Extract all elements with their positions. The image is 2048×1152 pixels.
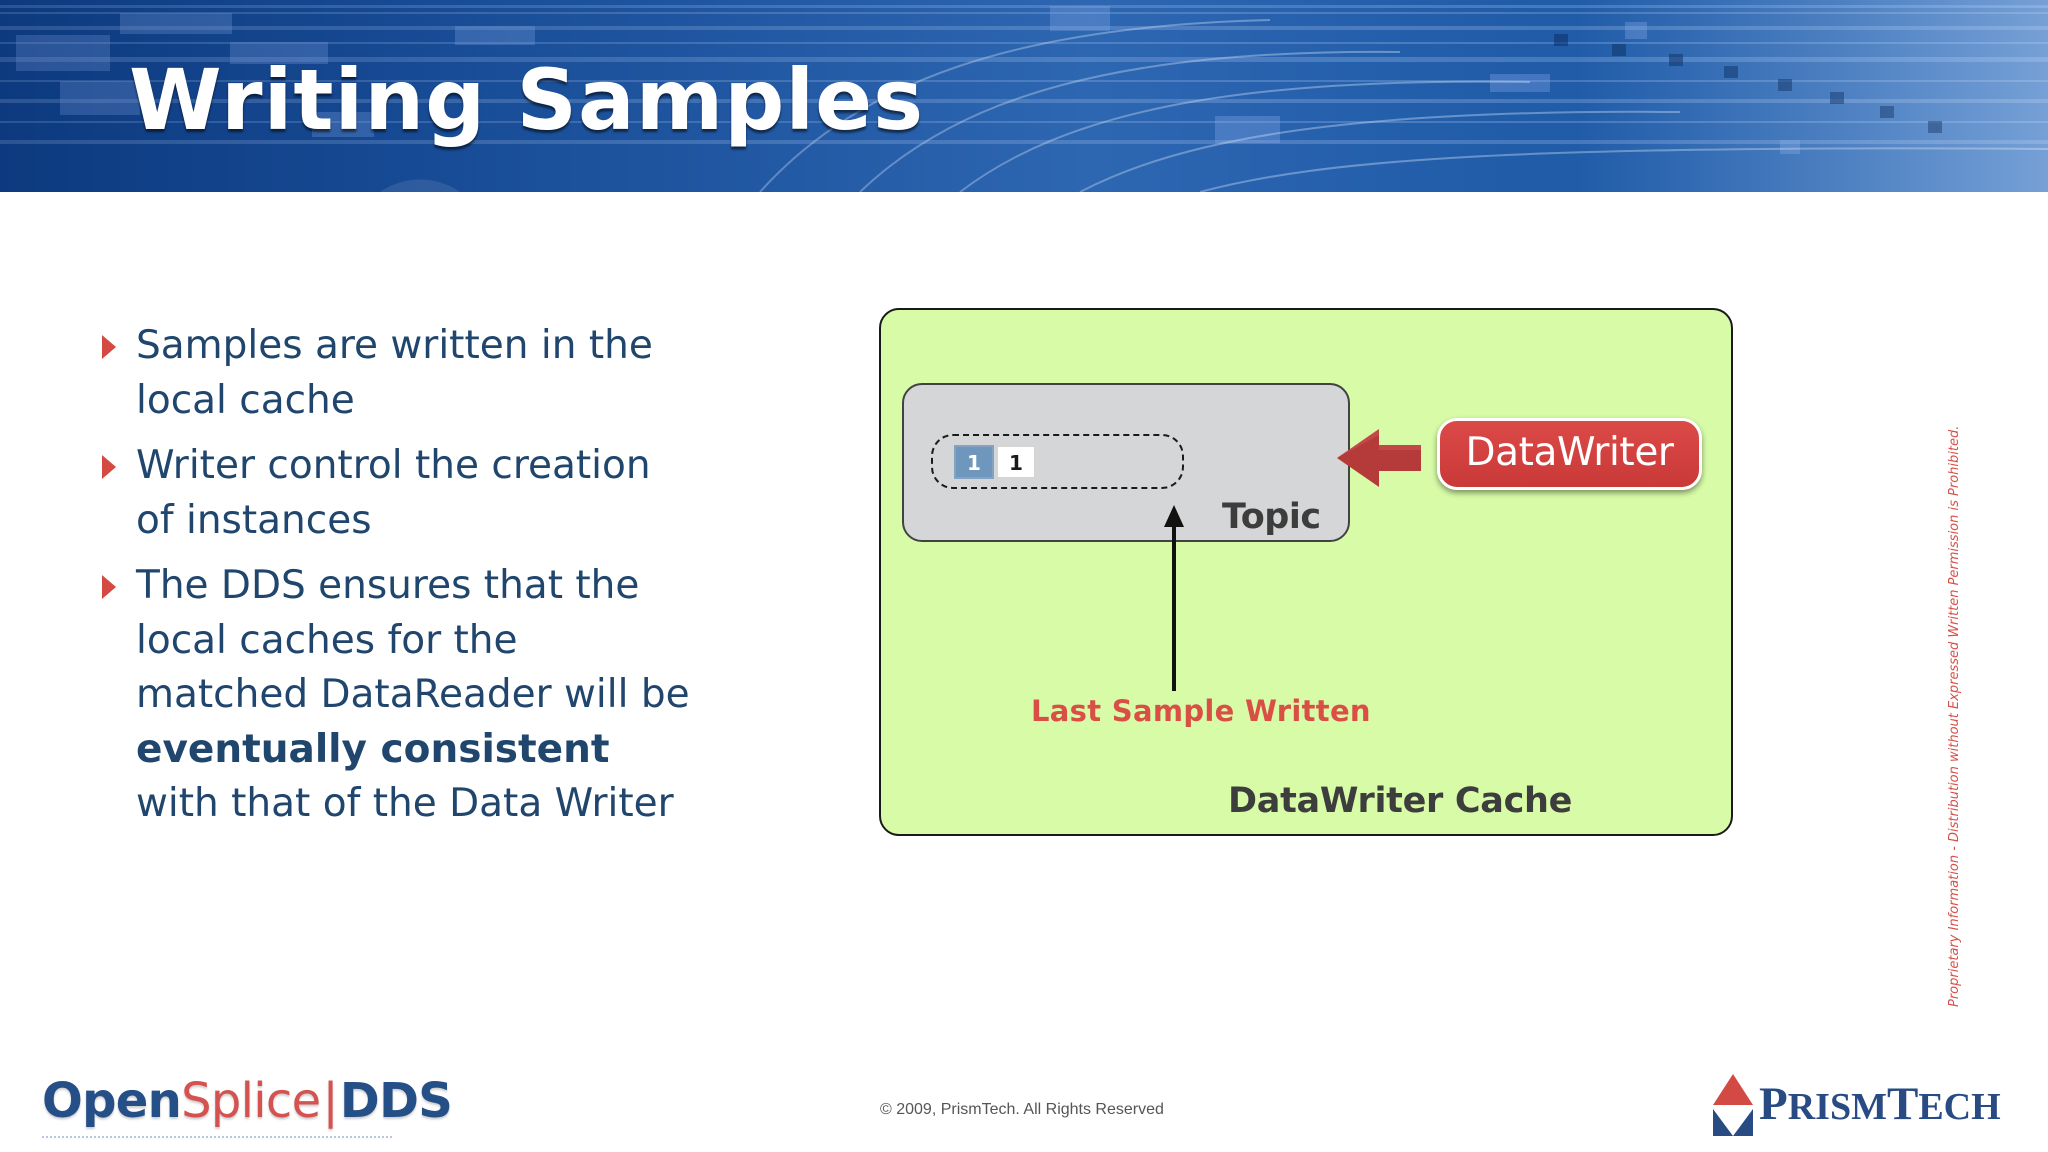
triangle-bullet-icon [102,455,116,479]
triangle-bullet-icon [102,335,116,359]
datawriter-cache-label: DataWriter Cache [1228,781,1573,821]
prismtech-letters-ech: ECH [1918,1086,2001,1128]
bullet-text: Samples are written in the local cache [136,323,653,423]
logo-open-text: Open [42,1073,182,1129]
bullet-text-prefix: The DDS ensures that the local caches fo… [136,563,690,717]
sample-key-cell: 1 [954,445,994,479]
title-banner: Writing Samples [0,0,2048,192]
bullet-text: Writer control the creation of instances [136,443,651,543]
instance-slot [931,434,1184,489]
prismtech-wordmark: PRISMTECH [1759,1081,2001,1128]
prismtech-logo: PRISMTECH [1713,1074,2023,1136]
prismtech-letters-rism: RISM [1787,1086,1887,1128]
logo-splice-text: Splice [181,1073,321,1129]
logo-dds-text: DDS [339,1073,453,1129]
datawriter-node: DataWriter [1437,418,1702,490]
slide-title: Writing Samples [129,51,925,149]
bullet-item-local-cache: Samples are written in the local cache [100,319,690,428]
proprietary-note: Proprietary Information - Distribution w… [1947,425,1962,1007]
bullet-list: Samples are written in the local cache W… [100,319,690,843]
logo-subtitle-decoration [42,1136,392,1140]
prismtech-letter-t: T [1886,1078,1919,1130]
bullet-text-emphasis: eventually consistent [136,726,610,772]
left-arrow-icon [1337,429,1421,487]
copyright-text: © 2009, PrismTech. All Rights Reserved [880,1101,1164,1118]
last-sample-label: Last Sample Written [1031,694,1371,728]
logo-separator: | [322,1073,338,1129]
triangle-bullet-icon [102,575,116,599]
bullet-item-instance-control: Writer control the creation of instances [100,439,690,548]
topic-label: Topic [1222,497,1321,537]
prismtech-triangle-icon [1713,1074,1753,1136]
prismtech-letter-p: P [1759,1078,1788,1130]
header-background [0,0,2048,192]
sample-value-cell: 1 [996,445,1036,479]
opensplice-dds-logo: OpenSplice|DDS [42,1077,453,1125]
bullet-item-eventual-consistency: The DDS ensures that the local caches fo… [100,559,690,832]
bullet-text-suffix: with that of the Data Writer [136,781,674,826]
up-arrow-icon [1164,505,1184,691]
